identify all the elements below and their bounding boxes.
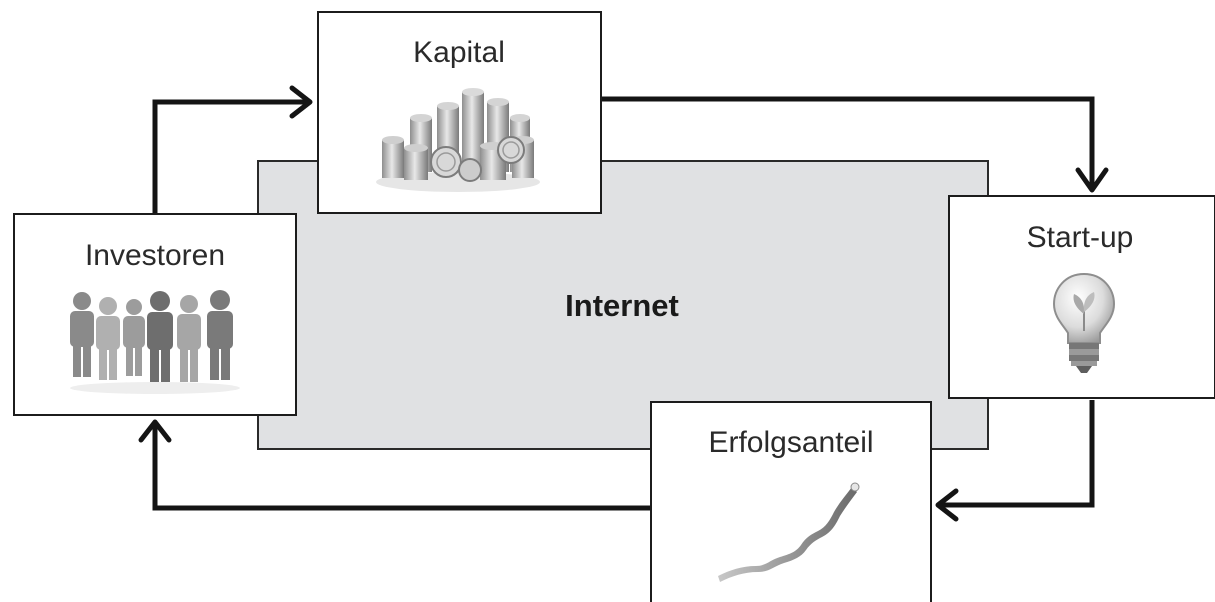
lightbulb-icon — [1052, 272, 1116, 373]
node-kapital: Kapital — [317, 11, 602, 214]
rising-graph-icon — [718, 482, 860, 582]
arrowhead-erfolgsanteil — [935, 488, 959, 522]
erfolgsanteil-label: Erfolgsanteil — [708, 426, 873, 459]
flow-erfolgsanteil-to-investoren — [152, 424, 651, 511]
erfolgsanteil-box — [650, 401, 932, 602]
coins-icon — [376, 88, 540, 192]
kapital-label: Kapital — [413, 36, 505, 69]
startup-label: Start-up — [1027, 221, 1134, 254]
flow-startup-to-erfolgsanteil — [938, 400, 1095, 508]
flow-kapital-to-startup — [601, 96, 1095, 188]
investoren-label: Investoren — [85, 239, 225, 272]
people-icon — [70, 290, 240, 394]
flow-investoren-to-kapital — [152, 99, 310, 213]
internet-label: Internet — [565, 288, 679, 323]
node-investoren: Investoren — [13, 213, 297, 416]
arrowhead-kapital — [289, 85, 313, 119]
flow-connectors — [138, 85, 1109, 522]
arrowhead-investoren — [138, 419, 172, 443]
arrowhead-startup — [1075, 167, 1109, 193]
node-erfolgsanteil: Erfolgsanteil — [650, 401, 932, 602]
node-startup: Start-up — [948, 195, 1215, 399]
